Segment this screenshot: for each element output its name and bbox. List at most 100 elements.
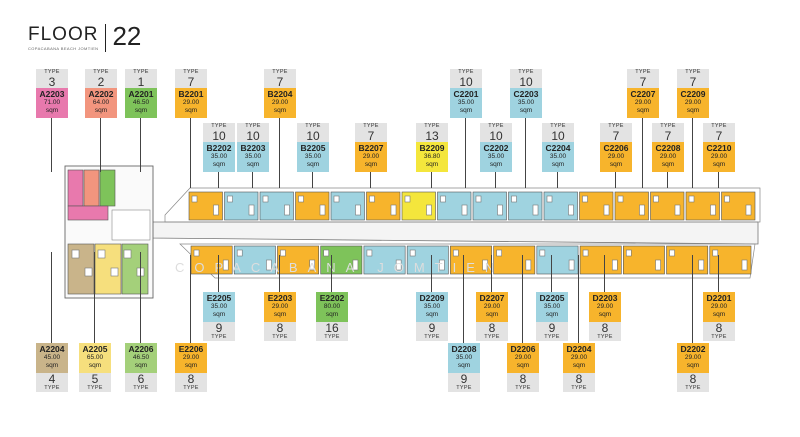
leader-line — [190, 118, 191, 188]
unit-area-unit: sqm — [489, 161, 503, 168]
unit-code: C2203 — [513, 89, 539, 99]
unit-code: D2203 — [592, 293, 618, 303]
unit-area-unit: sqm — [45, 362, 59, 369]
unit-code: C2201 — [453, 89, 479, 99]
unit-code: B2203 — [240, 143, 266, 153]
unit-code: B2201 — [178, 89, 204, 99]
leader-line — [718, 255, 719, 292]
unit-type-number: 9 — [460, 373, 468, 386]
unit-type-label: TYPE — [456, 385, 472, 391]
unit-type-number: 7 — [612, 129, 620, 142]
unit-code: C2208 — [655, 143, 681, 153]
floor-title: FLOOR COPACABANA BEACH JOMTIEN 22 — [28, 23, 141, 54]
leader-line — [525, 118, 526, 188]
plan-bathroom — [227, 195, 233, 203]
plan-bathroom — [582, 249, 589, 257]
leader-line — [522, 255, 523, 343]
leader-line — [615, 172, 616, 188]
unit-type-number: 8 — [575, 373, 583, 386]
unit-area-unit: sqm — [364, 161, 378, 168]
leader-line — [465, 118, 466, 188]
plan-balcony — [426, 204, 432, 216]
leader-line — [491, 255, 492, 292]
unit-area: 29.00 — [710, 303, 728, 310]
unit-type-label: TYPE — [685, 385, 701, 391]
unit-type-label: TYPE — [44, 69, 60, 75]
plan-bathroom — [236, 249, 243, 257]
plan-balcony — [568, 259, 575, 271]
plan-bathroom — [404, 195, 411, 203]
unit-area-unit: sqm — [88, 362, 102, 369]
unit-area: 35.00 — [549, 153, 567, 160]
unit-type-label: TYPE — [685, 69, 701, 75]
plan-balcony — [497, 204, 503, 216]
unit-type-label: TYPE — [272, 334, 288, 340]
plan-balcony — [461, 204, 468, 216]
plan-bathroom — [539, 249, 546, 257]
leader-line — [190, 255, 191, 343]
leader-line — [94, 252, 95, 343]
unit-code: B2204 — [267, 89, 293, 99]
unit-area-unit: sqm — [459, 107, 473, 114]
unit-area: 29.00 — [570, 354, 588, 361]
unit-area: 35.00 — [517, 99, 535, 106]
leader-line — [692, 255, 693, 343]
unit-area-unit: sqm — [184, 107, 198, 114]
unit-area: 29.00 — [362, 153, 380, 160]
plan-balcony — [439, 259, 445, 271]
unit-type-number: 13 — [425, 129, 439, 142]
plan-bathroom — [626, 249, 632, 257]
unit-code: C2207 — [630, 89, 656, 99]
unit-area: 29.00 — [684, 354, 702, 361]
unit-area-unit: sqm — [325, 311, 339, 318]
